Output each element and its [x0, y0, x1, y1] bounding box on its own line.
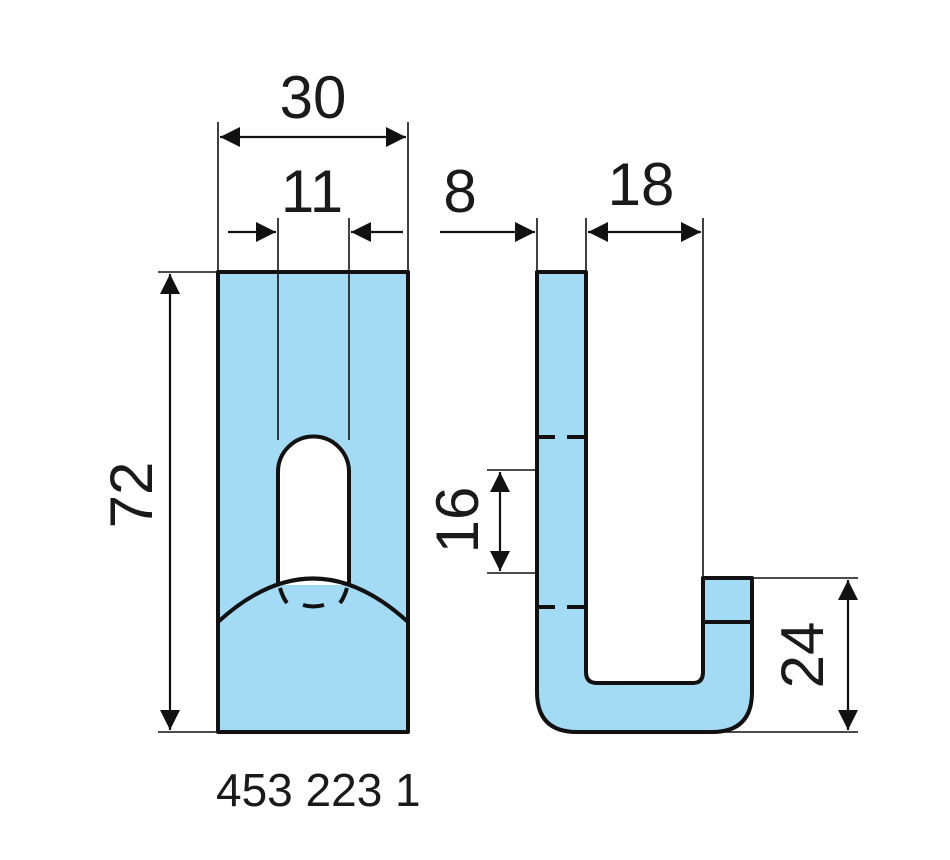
dim-offset: 8	[443, 158, 476, 225]
dim-hook-gap: 18	[608, 151, 675, 218]
dimension-72: 72	[98, 271, 218, 733]
dimension-30: 30	[217, 64, 409, 272]
front-view	[216, 218, 410, 734]
dimension-16: 16	[424, 469, 537, 574]
keyhole-slot	[276, 434, 351, 585]
dome-edge	[216, 576, 410, 624]
hook-body	[535, 270, 754, 734]
dimension-8: 8	[440, 158, 704, 578]
dimension-11: 11	[228, 158, 403, 242]
dim-slot-length: 16	[424, 487, 491, 554]
dim-hook-height: 24	[769, 622, 836, 689]
dim-width-total: 30	[280, 64, 347, 131]
dimension-24: 24	[712, 577, 858, 733]
part-number: 453 223 1	[216, 764, 421, 816]
dimension-18: 18	[588, 151, 701, 242]
side-view	[535, 270, 754, 734]
dim-slot-width: 11	[281, 158, 343, 225]
dim-height-total: 72	[98, 462, 165, 529]
